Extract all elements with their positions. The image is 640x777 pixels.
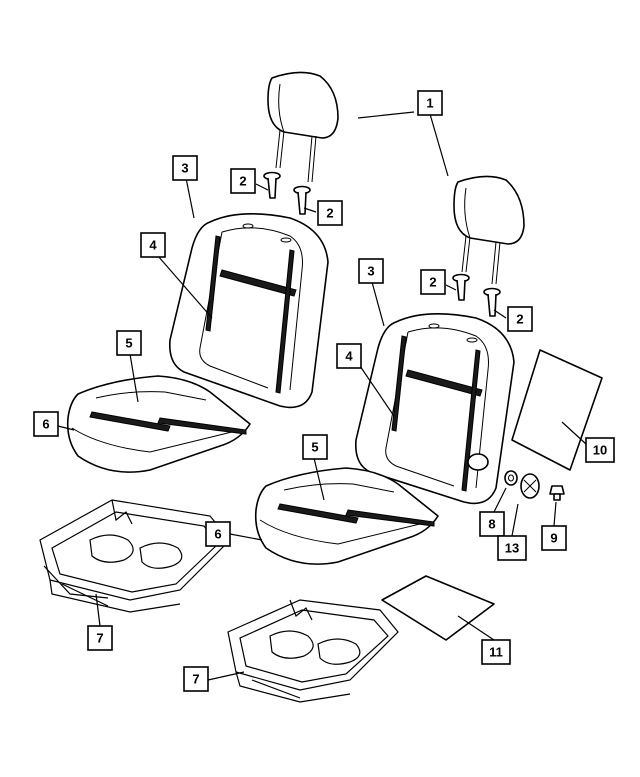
svg-text:2: 2 [326, 206, 333, 221]
seat-frame-left [39, 499, 231, 613]
seat-cushion-right [254, 467, 439, 565]
headrest-guide-left-a [263, 171, 281, 199]
headrest-right [453, 175, 525, 285]
svg-text:5: 5 [125, 336, 132, 351]
callout-1: 1 [417, 90, 443, 116]
callout-5b: 5 [302, 434, 328, 460]
svg-text:9: 9 [550, 531, 557, 546]
callout-11: 11 [481, 639, 511, 665]
callout-6b: 6 [205, 521, 231, 547]
svg-text:2: 2 [239, 174, 246, 189]
callout-9: 9 [541, 525, 567, 551]
callout-3a: 3 [172, 155, 198, 181]
headrest-guide-right-a [452, 273, 470, 301]
knob-13 [520, 473, 540, 499]
svg-text:2: 2 [516, 312, 523, 327]
cover-sheet-11 [381, 575, 495, 641]
headrest-guide-left-b [293, 185, 311, 215]
seat-back-left [168, 213, 329, 409]
callout-6a: 6 [33, 411, 59, 437]
fastener-9 [549, 485, 565, 501]
svg-text:11: 11 [489, 645, 503, 660]
leader-lines [57, 111, 587, 681]
cover-sheet-10 [511, 349, 603, 471]
svg-text:10: 10 [593, 443, 607, 458]
callout-4a: 4 [140, 232, 166, 258]
svg-text:3: 3 [367, 264, 374, 279]
svg-text:13: 13 [505, 541, 519, 556]
callout-2a: 2 [230, 168, 256, 194]
callout-7a: 7 [87, 625, 113, 651]
svg-text:7: 7 [96, 631, 103, 646]
callout-8: 8 [479, 511, 505, 537]
callout-3b: 3 [358, 258, 384, 284]
svg-text:1: 1 [426, 96, 433, 111]
callout-2b: 2 [317, 200, 343, 226]
svg-text:2: 2 [429, 275, 436, 290]
seat-back-right [354, 313, 515, 505]
headrest-left [267, 71, 339, 183]
washer-8 [504, 470, 518, 486]
callout-10: 10 [585, 437, 615, 463]
callout-5a: 5 [116, 330, 142, 356]
svg-text:6: 6 [214, 527, 221, 542]
seat-cushion-left [66, 375, 251, 473]
svg-text:8: 8 [488, 517, 495, 532]
callout-13: 13 [497, 535, 527, 561]
svg-text:5: 5 [311, 440, 318, 455]
callout-7b: 7 [183, 666, 209, 692]
svg-text:3: 3 [181, 161, 188, 176]
svg-text:4: 4 [345, 349, 353, 364]
svg-text:6: 6 [42, 417, 49, 432]
callout-2d: 2 [507, 306, 533, 332]
svg-text:4: 4 [149, 238, 157, 253]
callout-4b: 4 [336, 343, 362, 369]
callout-2c: 2 [420, 269, 446, 295]
svg-text:7: 7 [192, 672, 199, 687]
seat-frame-right [227, 599, 399, 703]
